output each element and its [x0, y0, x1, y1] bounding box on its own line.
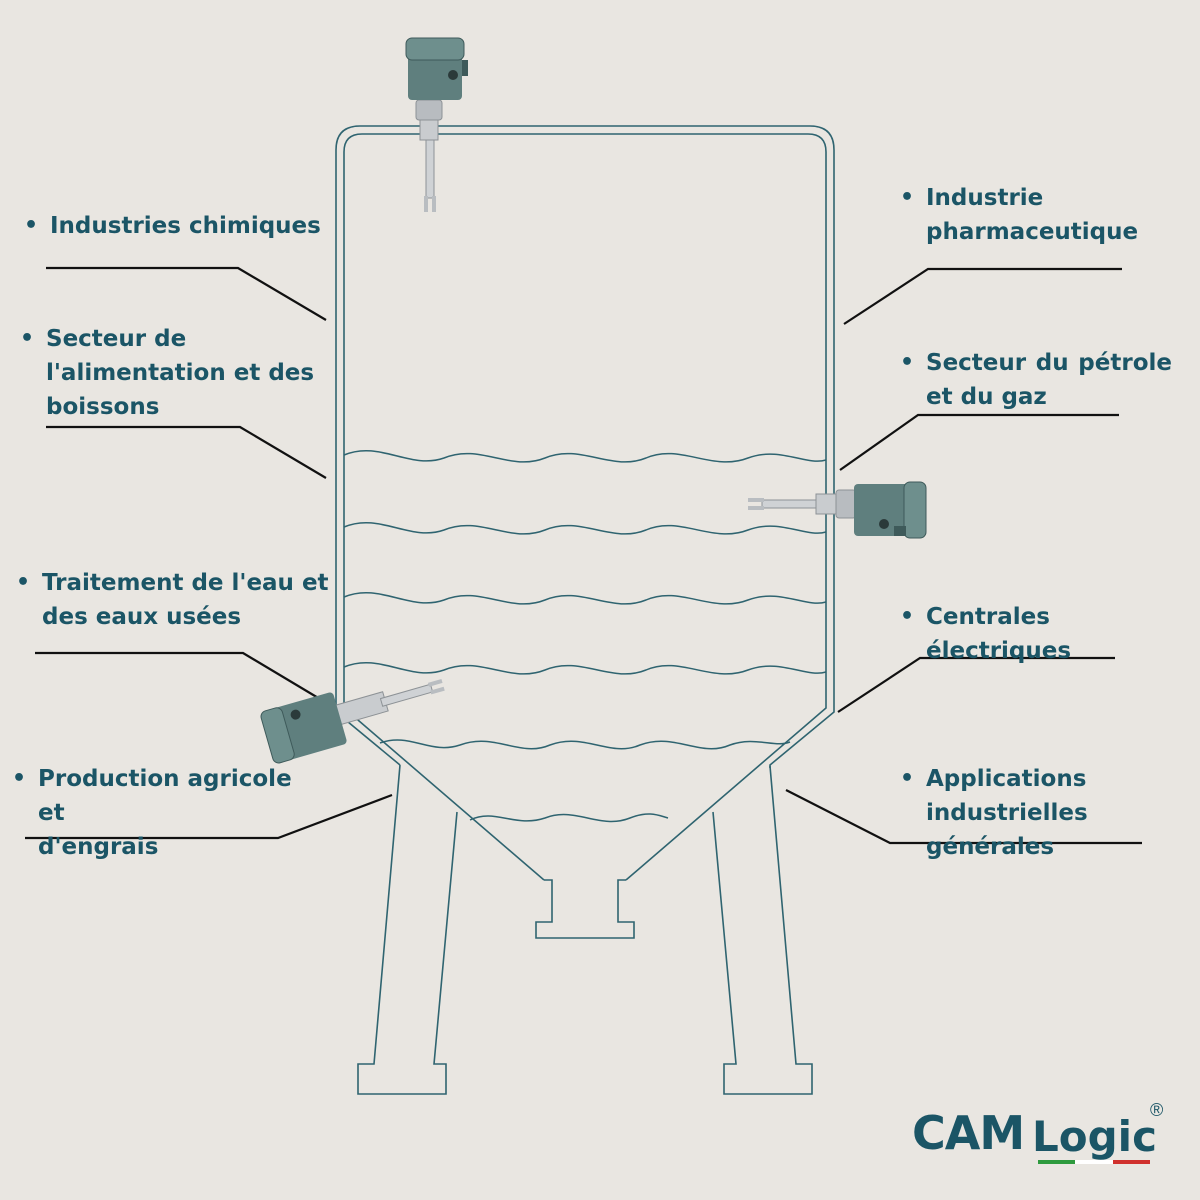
sensor-right-icon — [748, 481, 927, 539]
label-water-line-2: des eaux usées — [42, 604, 242, 630]
silo-cone-left — [335, 707, 545, 881]
label-water: • Traitement de l'eau et des eaux usées — [16, 566, 336, 634]
sensor-right — [748, 481, 927, 539]
leader-water — [35, 651, 331, 706]
label-food-line-2: l'alimentation et des — [46, 360, 315, 386]
silo-outline — [335, 125, 835, 1095]
label-food-line-3: boissons — [46, 394, 160, 420]
label-general-line-1: Applications — [926, 766, 1087, 792]
label-agri-line-1: Production agricole et — [38, 766, 292, 826]
leader-general — [785, 789, 1142, 845]
sensor-top — [405, 37, 468, 212]
label-chem-line-1: Industries chimiques — [50, 213, 321, 239]
label-pharma-line-2: pharmaceutique — [926, 219, 1139, 245]
bullet: • — [24, 213, 39, 238]
label-oil: • Secteur du pétrole et du gaz — [900, 346, 1172, 414]
wave-6 — [469, 813, 669, 823]
silo-leg-right — [712, 765, 813, 1095]
label-general-line-2: industrielles générales — [926, 800, 1088, 860]
wave-2 — [343, 522, 827, 535]
leader-pharma — [843, 267, 1122, 325]
label-water-line-1: Traitement de l'eau et — [42, 570, 329, 596]
label-power-line-1: Centrales électriques — [926, 604, 1072, 664]
silo-leg-left — [357, 764, 458, 1095]
leader-power — [837, 656, 1115, 713]
label-pharma: • Industrie pharmaceutique — [900, 181, 1170, 249]
camlogic-logo: CAM Logic ® — [912, 1100, 1172, 1172]
logo-flag-stripe — [1038, 1160, 1150, 1164]
leader-oil — [839, 413, 1119, 471]
logo-cam: CAM — [912, 1106, 1025, 1160]
bullet: • — [900, 185, 915, 210]
leader-food — [46, 425, 327, 479]
sensor-left-icon — [260, 679, 445, 764]
bullet: • — [20, 326, 35, 351]
bullet: • — [900, 766, 915, 791]
bullet: • — [16, 570, 31, 595]
bullet: • — [900, 350, 915, 375]
label-chem: • Industries chimiques — [24, 209, 324, 243]
label-agri: • Production agricole et d'engrais — [12, 762, 322, 864]
bullet: • — [12, 766, 27, 791]
sensor-left — [260, 679, 445, 764]
flag-white — [1075, 1160, 1113, 1164]
label-pharma-line-1: Industrie — [926, 185, 1044, 211]
label-oil-line-2: et du gaz — [926, 384, 1047, 410]
leader-agri — [25, 793, 393, 840]
label-power: • Centrales électriques — [900, 600, 1190, 668]
label-food: • Secteur de l'alimentation et des boiss… — [20, 322, 320, 424]
label-food-line-1: Secteur de — [46, 326, 187, 352]
flag-green — [1038, 1160, 1076, 1164]
silo-wall-outer — [335, 125, 835, 768]
registered-mark: ® — [1150, 1100, 1164, 1120]
wave-1 — [343, 450, 827, 463]
wave-5 — [379, 739, 791, 750]
label-oil-line-1: Secteur du pétrole — [926, 350, 1172, 376]
label-agri-line-2: d'engrais — [38, 834, 159, 860]
sensor-top-icon — [405, 37, 468, 212]
flag-red — [1112, 1160, 1150, 1164]
leader-chem — [46, 266, 327, 321]
silo-outlet — [535, 879, 635, 939]
bullet: • — [900, 604, 915, 629]
liquid-waves — [343, 450, 827, 823]
logo-logic: Logic — [1032, 1112, 1157, 1161]
silo-wall-inner — [343, 133, 827, 881]
leader-lines — [25, 266, 1142, 845]
wave-4 — [343, 662, 827, 675]
wave-3 — [343, 592, 827, 605]
label-general: • Applications industrielles générales — [900, 762, 1196, 864]
